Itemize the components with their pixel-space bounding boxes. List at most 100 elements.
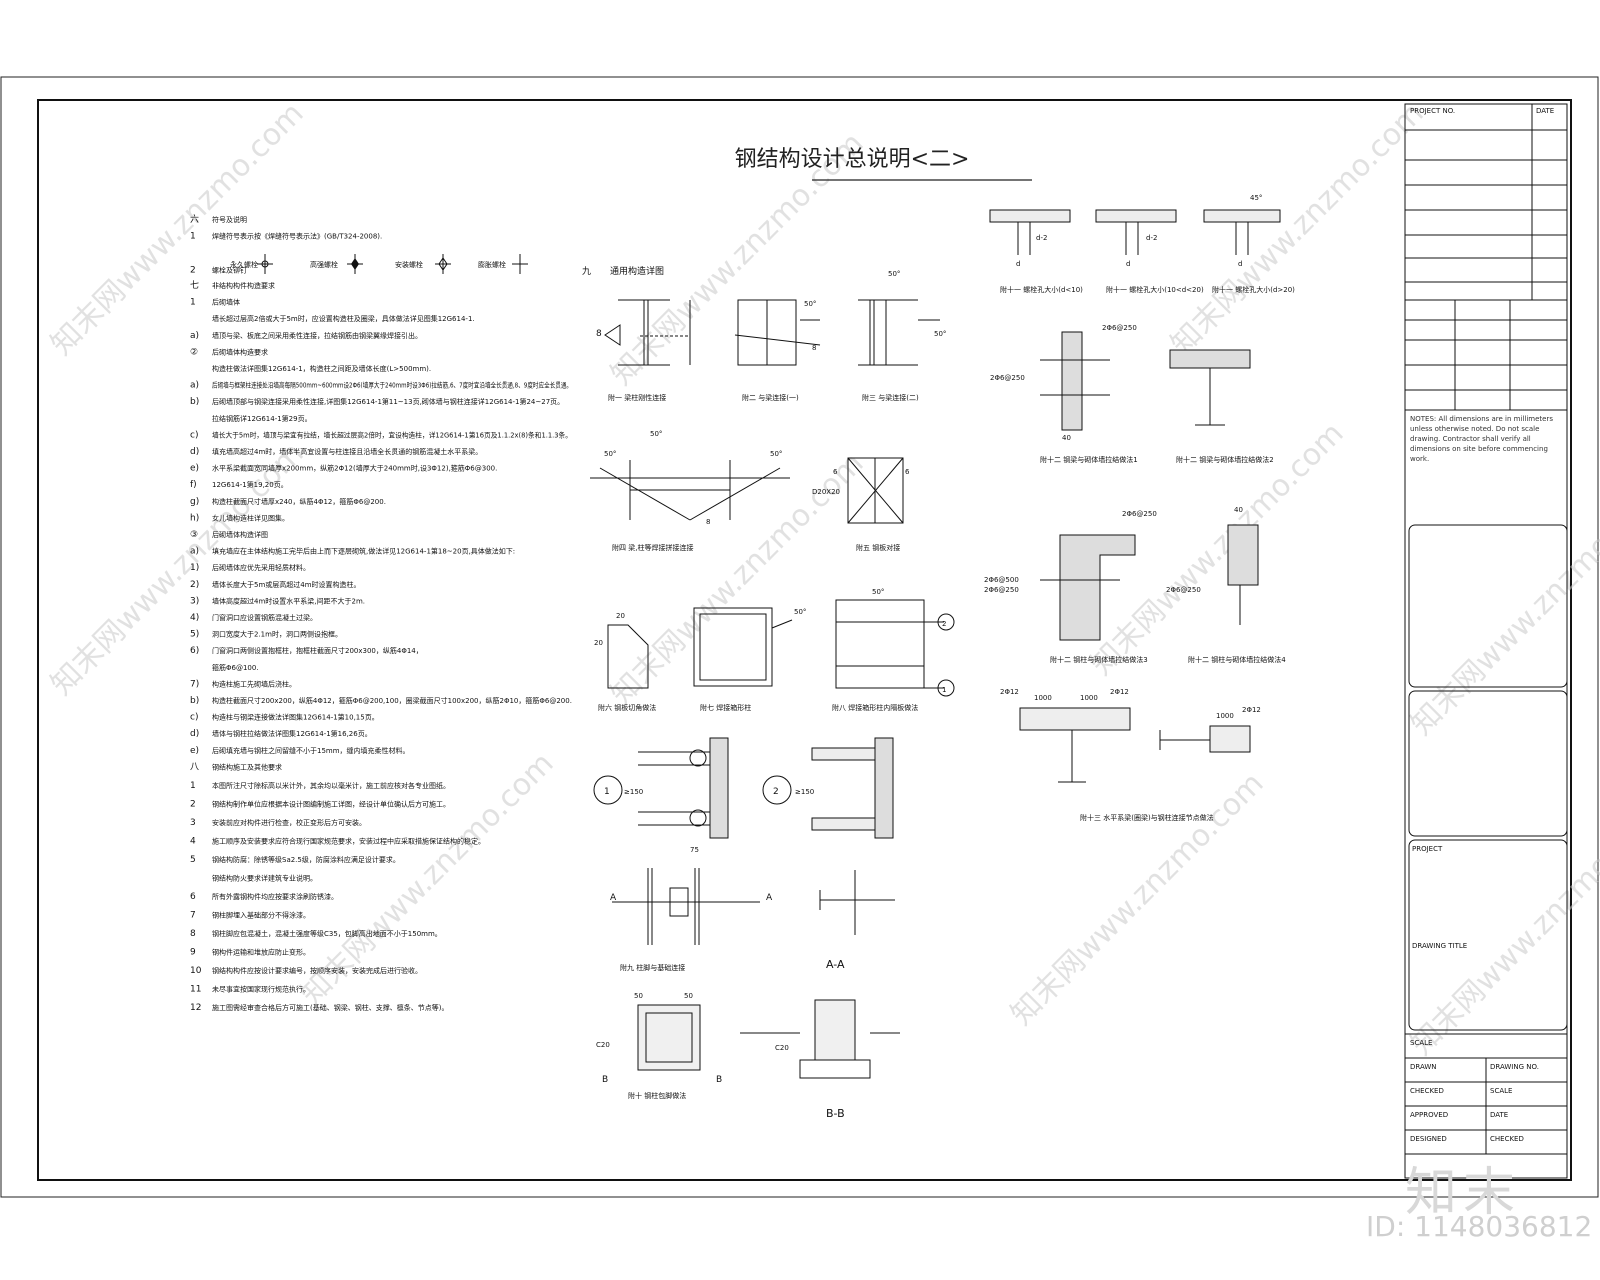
erection-bolt-icon — [435, 254, 451, 274]
image-id-label: ID: 1148036812 — [1366, 1210, 1593, 1243]
dim-label: ≥150 — [795, 788, 814, 796]
note-text: 墙长超过层高2倍或大于5m时，应设置构造柱及圈梁，具体做法详见图集12G614-… — [212, 314, 475, 323]
rebar-label: 2Φ6@250 — [990, 374, 1025, 382]
note-text: 钢结构防腐：除锈等级Sa2.5级，防腐涂料应满足设计要求。 — [212, 855, 400, 864]
bolt-label: 高强螺栓 — [310, 260, 338, 269]
note-number: 6) — [190, 646, 199, 656]
tb-field: PROJECT — [1412, 845, 1443, 853]
note-text: 施工图需经审查合格后方可施工(基础、钢梁、钢柱、支撑、檩条、节点等)。 — [212, 1003, 448, 1012]
note-text: 构造柱做法详图集12G614-1，构造柱之间距及墙体长度(L>500mm). — [212, 364, 431, 373]
detail-caption: 附一 梁柱刚性连接 — [608, 393, 666, 402]
section-aa-label: A-A — [826, 958, 845, 971]
detail-9b-drawing — [819, 870, 895, 935]
drawing-title: 钢结构设计总说明<二> — [735, 147, 970, 172]
note-number: e) — [190, 464, 199, 474]
detail-7-drawing — [693, 607, 793, 687]
note-number: 6 — [190, 892, 196, 902]
dim-label: d — [1238, 260, 1242, 268]
note-text: 墙体高度超过4m时设置水平系梁,间距不大于2m. — [212, 596, 365, 605]
dim-label: C20 — [775, 1044, 789, 1052]
dim-label: 6 — [833, 468, 838, 476]
detail-8-drawing — [835, 599, 955, 697]
note-text: 墙体长度大于5m或层高超过4m时设置构造柱。 — [212, 580, 361, 589]
note-text: 后砌墙体构造要求 — [212, 347, 268, 356]
detail-4-drawing — [590, 460, 790, 521]
detail-caption: 附十三 水平系梁(圈梁)与钢柱连接节点做法 — [1080, 813, 1214, 822]
note-number: 5 — [190, 855, 196, 865]
dim-label: d-2 — [1146, 234, 1157, 242]
note-text: 门窗洞口应设置钢筋混凝土过梁。 — [212, 613, 317, 622]
note-number: 3) — [190, 596, 199, 606]
note-text: 焊缝符号表示按《焊缝符号表示法》(GB/T324-2008). — [212, 232, 382, 241]
note-text: 钢结构制作单位应根据本设计图编制施工详图，经设计单位确认后方可施工。 — [212, 799, 450, 808]
detail-caption: 附十一 螺栓孔大小(d<10) — [1000, 285, 1083, 294]
note-text: 所有外露钢构件均应按要求涂刷防锈漆。 — [212, 892, 338, 901]
note-text: 钢柱脚应包混凝土，混凝土强度等级C35，包脚高出地面不小于150mm。 — [212, 929, 442, 938]
note-text: 墙体与钢柱拉结做法详图集12G614-1第16,26页。 — [212, 729, 372, 738]
detail-caption: 附七 焊接箱形柱 — [700, 703, 751, 712]
note-text: 钢构件运输和堆放应防止变形。 — [212, 947, 310, 956]
ring-beam-detail — [1019, 707, 1251, 783]
note-text: 钢柱脚埋入基础部分不得涂漆。 — [212, 910, 310, 919]
note-text: 后砌墙与框架柱连接处沿墙高每隔500mm~600mm设2Φ6(墙厚大于240mm… — [212, 381, 572, 390]
rebar-label: 2Φ6@250 — [1122, 510, 1157, 518]
tb-field: DRAWN — [1410, 1063, 1437, 1071]
dim-label: 40 — [1062, 434, 1071, 442]
permanent-bolt-icon — [257, 254, 273, 274]
note-text: 构造柱施工先砌墙后浇柱。 — [212, 679, 296, 688]
section-label: A — [610, 893, 617, 903]
detail-caption: 附十二 钢梁与砌体墙拉结做法2 — [1176, 455, 1274, 464]
dim-label: 2 — [942, 620, 946, 628]
note-text: 填充墙高超过4m时，墙体半高宜设置与柱连接且沿墙全长贯通的钢筋混凝土水平系梁。 — [212, 447, 482, 456]
dim-label: 8 — [706, 518, 710, 526]
note-text: 后砌墙体应优先采用轻质材料。 — [212, 563, 310, 572]
wall-tie-detail-1-2 — [1040, 331, 1251, 431]
section-nine-title: 通用构造详图 — [610, 265, 664, 277]
note-text: 安装前应对构件进行检查，校正变形后方可安装。 — [212, 818, 366, 827]
detail-3-drawing — [858, 299, 940, 366]
bolt-hole-details — [989, 209, 1281, 255]
rebar-label: 2Φ12 — [1000, 688, 1019, 696]
rebar-label: 2Φ6@500 — [984, 576, 1019, 584]
detail-caption: 附十二 钢柱与砌体墙拉结做法3 — [1050, 655, 1148, 664]
tb-field: SCALE — [1410, 1039, 1432, 1047]
note-number: 9 — [190, 947, 196, 957]
note-text: 水平系梁截面宽同墙厚x200mm，纵筋2Φ12(墙厚大于240mm时,设3Φ12… — [212, 464, 497, 473]
note-text: 构造柱与钢梁连接做法详图集12G614-1第10,15页。 — [212, 713, 379, 722]
note-number: 10 — [190, 966, 202, 976]
note-number: g) — [190, 497, 199, 507]
note-text: 钢结构构件应按设计要求编号，按顺序安装，安装完成后进行验收。 — [212, 966, 422, 975]
note-text: 后砌墙体构造详图 — [212, 530, 268, 539]
dim-label: 50° — [888, 270, 900, 278]
note-number: b) — [190, 397, 199, 407]
detail-5-drawing — [847, 457, 904, 524]
note-number: 4) — [190, 613, 199, 623]
detail-caption: 附十 钢柱包脚做法 — [628, 1091, 686, 1100]
column-base-drawing — [637, 999, 900, 1079]
note-text: 符号及说明 — [212, 215, 247, 224]
note-number: 1) — [190, 563, 199, 573]
tb-field: DESIGNED — [1410, 1135, 1447, 1143]
note-text: 洞口宽度大于2.1m时，洞口两侧设抱框。 — [212, 630, 342, 639]
note-number: h) — [190, 513, 199, 523]
rebar-label: 2Φ6@250 — [1102, 324, 1137, 332]
bolt-label: 永久螺栓 — [230, 260, 258, 269]
note-text: 后砌填充墙与钢柱之间留缝不小于15mm，缝内填充柔性材料。 — [212, 746, 410, 755]
note-text: 非结构构件构造要求 — [212, 281, 275, 290]
dim-label: 50° — [770, 450, 782, 458]
tb-field: CHECKED — [1410, 1087, 1444, 1095]
note-text: 拉结钢筋详12G614-1第29页。 — [212, 414, 312, 423]
tb-field: APPROVED — [1410, 1111, 1448, 1119]
dim-label: 75 — [690, 846, 699, 854]
detail-caption: 附十二 钢梁与砌体墙拉结做法1 — [1040, 455, 1138, 464]
dim-label: 50 — [684, 992, 693, 1000]
section-marker: 1 — [604, 787, 610, 797]
outer-frame — [0, 76, 1599, 1198]
rebar-label: 2Φ12 — [1110, 688, 1129, 696]
dim-label: 50° — [872, 588, 884, 596]
dim-label: 50° — [804, 300, 816, 308]
section-2-drawing — [762, 737, 894, 839]
section-label: B — [602, 1075, 608, 1085]
note-text: 后砌墙顶部与钢梁连接采用柔性连接,详图集12G614-1第11~13页,砌体墙与… — [212, 397, 564, 406]
